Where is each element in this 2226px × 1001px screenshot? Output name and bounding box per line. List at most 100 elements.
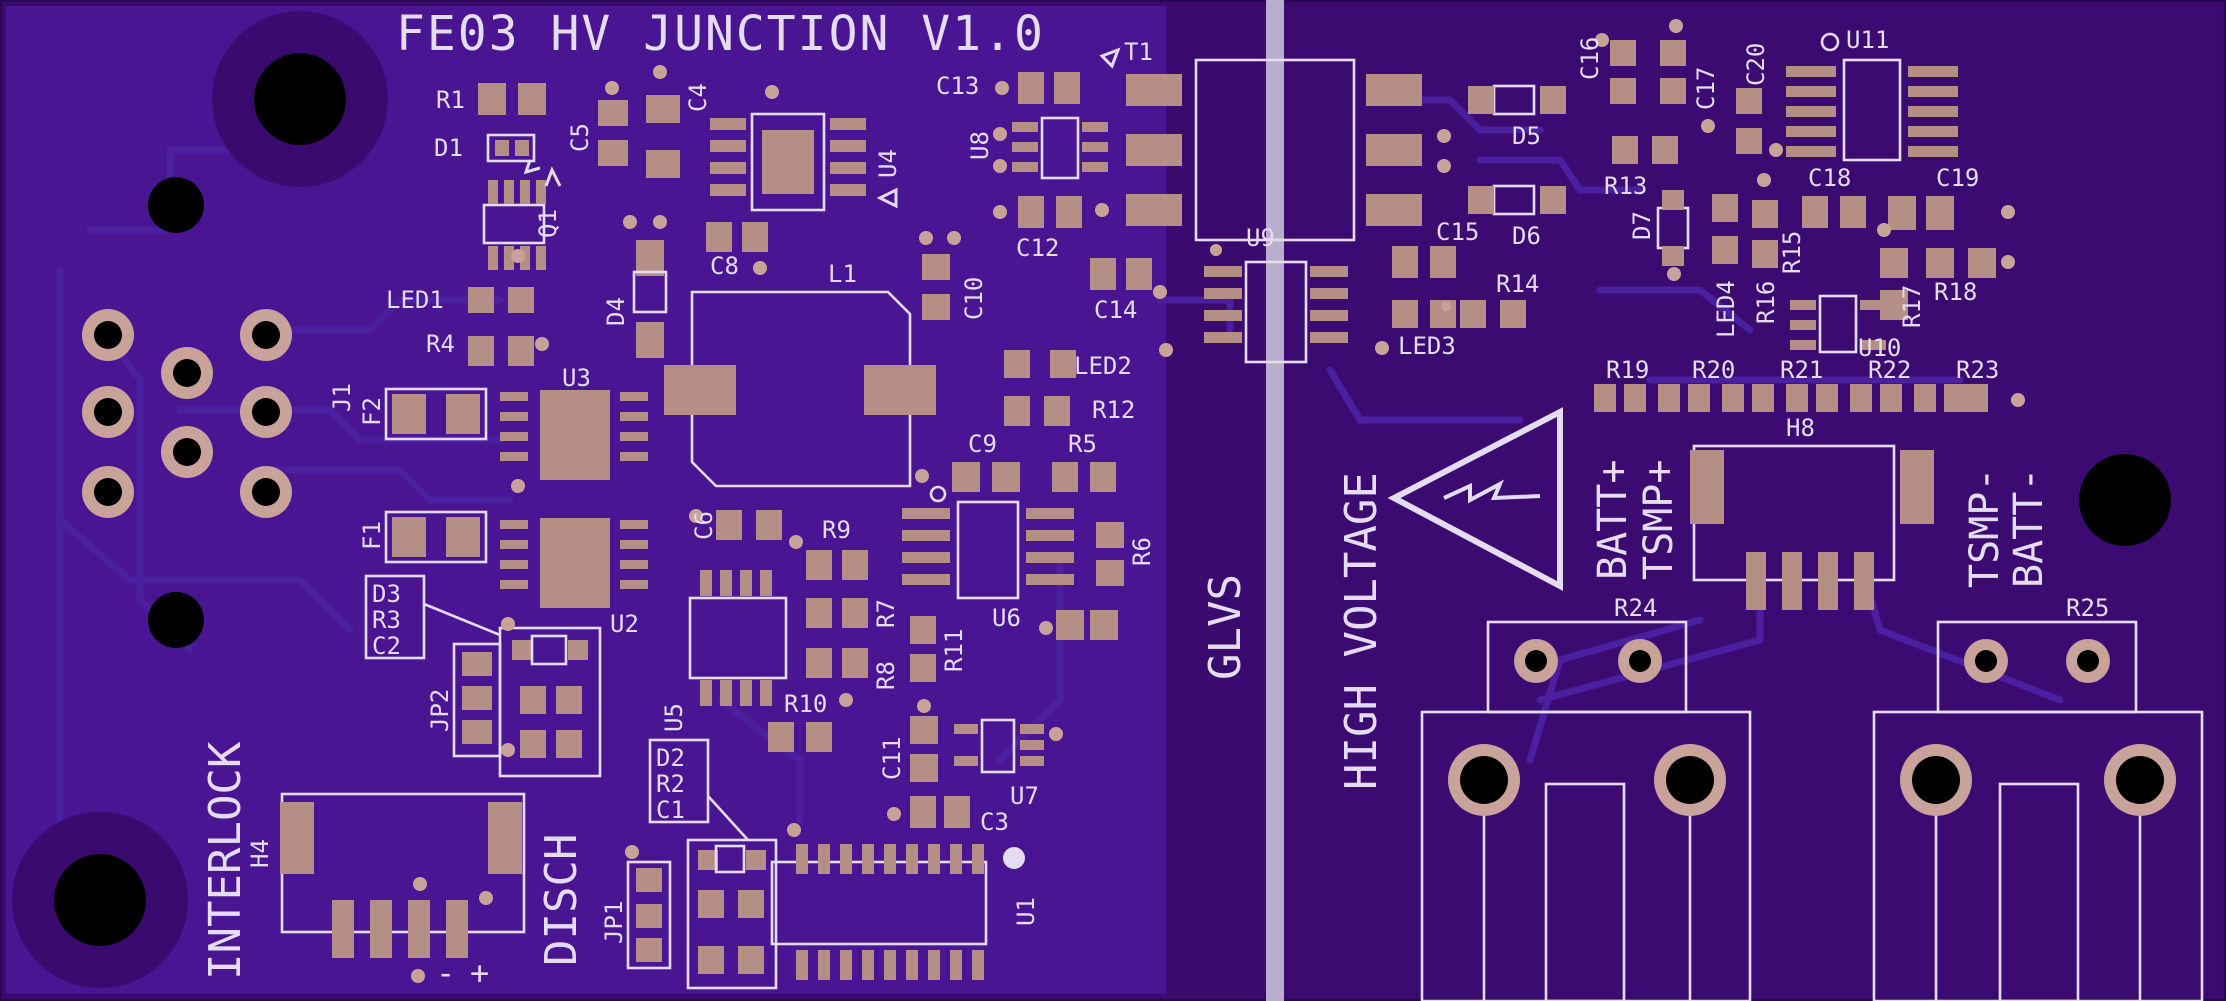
- refdes-f1: F1: [358, 521, 386, 550]
- label-tsmp-plus: TSMP+: [1636, 460, 1682, 580]
- refdes-led1: LED1: [386, 286, 444, 314]
- refdes-u1: U1: [1012, 897, 1040, 926]
- refdes-r11: R11: [940, 629, 968, 672]
- mounting-hole-bottom-left: [54, 854, 146, 946]
- refdes-r25: R25: [2066, 594, 2109, 622]
- refdes-c12: C12: [1016, 234, 1059, 262]
- refdes-r23: R23: [1956, 356, 1999, 384]
- refdes-c10: C10: [960, 277, 988, 320]
- board-title: FE03 HV JUNCTION V1.0: [396, 6, 1045, 62]
- refdes-r7: R7: [872, 599, 900, 628]
- refdes-t1: T1: [1124, 38, 1153, 66]
- refdes-u2: U2: [610, 610, 639, 638]
- label-disch: DISCH: [536, 834, 587, 966]
- refdes-r24: R24: [1614, 594, 1657, 622]
- refdes-led3: LED3: [1398, 332, 1456, 360]
- refdes-r16: R16: [1752, 281, 1780, 324]
- vias: [411, 19, 2025, 983]
- refdes-r8: R8: [872, 661, 900, 690]
- refdes-r4: R4: [426, 330, 455, 358]
- label-minus-sign: -: [436, 954, 455, 992]
- refdes-c9: C9: [968, 430, 997, 458]
- refdes-c8: C8: [710, 252, 739, 280]
- silkscreen-text: FE03 HV JUNCTION V1.0 INTERLOCK DISCH GL…: [200, 6, 2109, 992]
- label-batt-plus: BATT+: [1590, 460, 1636, 580]
- mounting-hole-right: [2079, 454, 2171, 546]
- refdes-r12: R12: [1092, 396, 1135, 424]
- refdes-r18: R18: [1934, 278, 1977, 306]
- mounting-holes: [12, 11, 2171, 988]
- refdes-u5: U5: [660, 703, 688, 732]
- refdes-led4: LED4: [1712, 280, 1740, 338]
- stack-label-c2: C2: [372, 632, 401, 660]
- refdes-c20: C20: [1742, 43, 1770, 86]
- refdes-u7: U7: [1010, 782, 1039, 810]
- refdes-h4: H4: [246, 839, 274, 868]
- refdes-c13: C13: [936, 72, 979, 100]
- refdes-c4: C4: [684, 83, 712, 112]
- refdes-r1: R1: [436, 86, 465, 114]
- refdes-jp1: JP1: [600, 901, 628, 944]
- label-interlock: INTERLOCK: [200, 741, 251, 980]
- refdes-l1: L1: [828, 260, 857, 288]
- refdes-r15: R15: [1778, 231, 1806, 274]
- refdes-r5: R5: [1068, 430, 1097, 458]
- refdes-c17: C17: [1692, 67, 1720, 110]
- refdes-led2: LED2: [1074, 352, 1132, 380]
- refdes-jp2: JP2: [426, 689, 454, 732]
- refdes-r13: R13: [1604, 172, 1647, 200]
- refdes-r10: R10: [784, 690, 827, 718]
- hv-components: [1392, 32, 2204, 1001]
- j1-pins: [82, 309, 292, 518]
- refdes-c18: C18: [1808, 164, 1851, 192]
- stack-label-r3: R3: [372, 606, 401, 634]
- refdes-u8: U8: [966, 131, 994, 160]
- refdes-r17: R17: [1898, 285, 1926, 328]
- glvs-copper-pour: [6, 6, 1166, 994]
- stack-label-c1: C1: [656, 796, 685, 824]
- refdes-q1: Q1: [534, 209, 562, 238]
- refdes-c11: C11: [878, 737, 906, 780]
- refdes-r22: R22: [1868, 356, 1911, 384]
- j1-mount-hole-top: [148, 177, 204, 233]
- refdes-r19: R19: [1606, 356, 1649, 384]
- refdes-j1: J1: [328, 383, 356, 412]
- refdes-r9: R9: [822, 516, 851, 544]
- high-voltage-warning-icon: [1387, 407, 1563, 591]
- refdes-h8: H8: [1786, 414, 1815, 442]
- refdes-c3: C3: [980, 808, 1009, 836]
- label-glvs: GLVS: [1200, 574, 1251, 680]
- label-batt-minus: BATT-: [2006, 468, 2052, 588]
- refdes-d6: D6: [1512, 222, 1541, 250]
- refdes-u6: U6: [992, 604, 1021, 632]
- refdes-c14: C14: [1094, 296, 1137, 324]
- label-plus-sign: +: [470, 954, 489, 992]
- label-tsmp-minus: TSMP-: [1962, 468, 2008, 588]
- refdes-u4: U4: [874, 149, 902, 178]
- pin1-markers: [523, 47, 1121, 209]
- stack-label-r2: R2: [656, 770, 685, 798]
- stack-label-d2: D2: [656, 744, 685, 772]
- refdes-u3: U3: [562, 364, 591, 392]
- refdes-u11: U11: [1846, 26, 1889, 54]
- refdes-c16: C16: [1576, 37, 1604, 80]
- refdes-d1: D1: [434, 134, 463, 162]
- stack-label-d3: D3: [372, 580, 401, 608]
- glvs-components: [280, 58, 1422, 990]
- label-high-voltage: HIGH VOLTAGE: [1336, 472, 1387, 790]
- refdes-c6: C6: [690, 511, 718, 540]
- refdes-r20: R20: [1692, 356, 1735, 384]
- refdes-r21: R21: [1780, 356, 1823, 384]
- refdes-u10: U10: [1858, 334, 1901, 362]
- isolation-barrier: [1266, 0, 1284, 1001]
- refdes-c15: C15: [1436, 218, 1479, 246]
- refdes-d5: D5: [1512, 122, 1541, 150]
- refdes-d7: D7: [1628, 211, 1656, 240]
- refdes-d4: D4: [602, 297, 630, 326]
- j1-mount-hole-bottom: [148, 592, 204, 648]
- refdes-u9: U9: [1246, 224, 1275, 252]
- refdes-f2: F2: [358, 397, 386, 426]
- refdes-r14: R14: [1496, 270, 1539, 298]
